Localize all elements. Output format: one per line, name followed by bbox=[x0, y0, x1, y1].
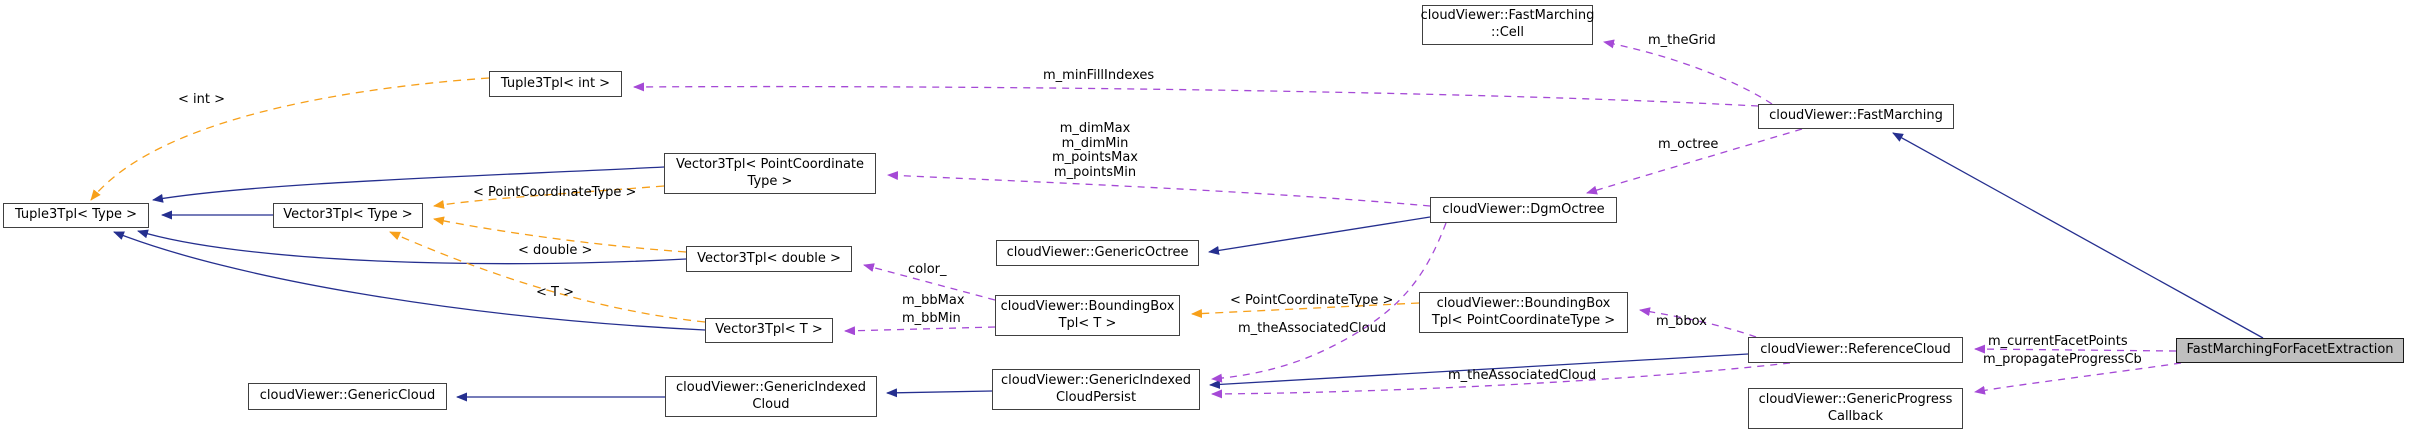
edge-label-m-bbmin: m_bbMin bbox=[902, 311, 961, 326]
edge-vector3tpldouble-to-vector3tpltype bbox=[433, 216, 687, 253]
node-referencecloud[interactable]: cloudViewer::ReferenceCloud bbox=[1748, 337, 1963, 363]
edge-dgmoctree-to-vector3tplpct-m-dims bbox=[887, 170, 1431, 207]
edge-bboxt-to-vector3tpldouble-color bbox=[863, 263, 996, 301]
edge-label-m-bbox: m_bbox bbox=[1656, 314, 1707, 329]
edge-referencecloud-to-bboxpct-m-bbox bbox=[1639, 307, 1757, 338]
edge-main-to-fastmarching bbox=[1892, 132, 2264, 339]
edge-vector3tpldouble-to-tuple3tpltype bbox=[137, 229, 687, 265]
edge-bboxt-to-vector3tplt-m-bb bbox=[844, 326, 996, 336]
edge-persist-to-genericindexedcloud bbox=[886, 388, 993, 398]
node-boundingboxtpl-t[interactable]: cloudViewer::BoundingBox Tpl< T > bbox=[995, 295, 1180, 336]
edge-fastmarching-to-dgmoctree-m-octree bbox=[1586, 128, 1803, 195]
edge-vector3tplt-to-vector3tpltype bbox=[389, 231, 706, 323]
node-fastmarchingforfacetextraction: FastMarchingForFacetExtraction bbox=[2176, 338, 2404, 363]
edge-label-theassociatedcloud-lower: m_theAssociatedCloud bbox=[1448, 368, 1597, 383]
node-genericindexedcloud[interactable]: cloudViewer::GenericIndexed Cloud bbox=[665, 376, 877, 417]
edge-bboxpct-to-bboxt bbox=[1191, 302, 1420, 319]
node-fastmarching[interactable]: cloudViewer::FastMarching bbox=[1758, 104, 1954, 129]
node-fastmarching-cell[interactable]: cloudViewer::FastMarching ::Cell bbox=[1421, 5, 1594, 45]
edge-fastmarching-to-cell-m-thegrid bbox=[1603, 39, 1773, 105]
edge-label-color: color_ bbox=[908, 262, 947, 277]
node-boundingboxtpl-pointcoordinatetype[interactable]: cloudViewer::BoundingBox Tpl< PointCoord… bbox=[1419, 292, 1628, 333]
edge-referencecloud-to-persist-assoc bbox=[1211, 362, 1791, 399]
edge-vector3tplpct-to-tuple3tpltype bbox=[152, 166, 665, 203]
edge-label-m-thegrid: m_theGrid bbox=[1648, 33, 1716, 48]
node-vector3tpl-type[interactable]: Vector3Tpl< Type > bbox=[273, 203, 423, 228]
edge-label-template-int: < int > bbox=[178, 92, 225, 107]
edge-dgmoctree-to-persist-assoc bbox=[1211, 222, 1447, 383]
edge-label-template-pointcoordinatetype-right: < PointCoordinateType > bbox=[1230, 293, 1394, 308]
edge-vector3tplt-to-tuple3tpltype bbox=[113, 231, 706, 331]
node-genericoctree[interactable]: cloudViewer::GenericOctree bbox=[996, 240, 1199, 266]
node-genericprogresscallback[interactable]: cloudViewer::GenericProgress Callback bbox=[1748, 388, 1963, 429]
edge-label-m-propagateprogresscb: m_propagateProgressCb bbox=[1983, 352, 2142, 367]
edge-main-to-progresscallback-m-propagateprogresscb bbox=[1974, 362, 2182, 395]
node-genericindexedcloudpersist[interactable]: cloudViewer::GenericIndexed CloudPersist bbox=[992, 369, 1200, 410]
edge-vector3tplpct-to-vector3tpltype bbox=[433, 185, 665, 209]
node-vector3tpl-double[interactable]: Vector3Tpl< double > bbox=[686, 246, 852, 272]
node-dgmoctree[interactable]: cloudViewer::DgmOctree bbox=[1430, 197, 1617, 223]
node-vector3tpl-pointcoordinatetype[interactable]: Vector3Tpl< PointCoordinate Type > bbox=[664, 153, 876, 194]
node-vector3tpl-t[interactable]: Vector3Tpl< T > bbox=[705, 318, 833, 343]
node-tuple3tpl-int[interactable]: Tuple3Tpl< int > bbox=[489, 71, 622, 97]
edge-label-dgm-dims: m_dimMax m_dimMin m_pointsMax m_pointsMi… bbox=[1052, 121, 1138, 181]
edge-referencecloud-to-persist bbox=[1209, 353, 1749, 389]
edge-label-template-pointcoordinatetype-left: < PointCoordinateType > bbox=[473, 185, 637, 200]
edge-label-theassociatedcloud-upper: m_theAssociatedCloud bbox=[1238, 321, 1387, 336]
edge-label-m-minfillindexes: m_minFillIndexes bbox=[1043, 68, 1155, 83]
edge-label-m-octree: m_octree bbox=[1658, 137, 1719, 152]
edge-label-m-bbmax: m_bbMax bbox=[902, 293, 965, 308]
edge-fastmarching-to-tuple3tplint-m-minfillindexes bbox=[633, 82, 1759, 107]
edge-label-template-double: < double > bbox=[518, 243, 593, 258]
edge-label-template-t: < T > bbox=[536, 285, 574, 300]
edge-label-m-currentfacetpoints: m_currentFacetPoints bbox=[1988, 334, 2128, 349]
node-tuple3tpl-type[interactable]: Tuple3Tpl< Type > bbox=[3, 203, 149, 228]
node-genericcloud[interactable]: cloudViewer::GenericCloud bbox=[248, 383, 447, 410]
edge-tuple3tplint-to-tuple3tpltype bbox=[90, 77, 490, 201]
edge-dgmoctree-to-genericoctree bbox=[1208, 216, 1431, 255]
